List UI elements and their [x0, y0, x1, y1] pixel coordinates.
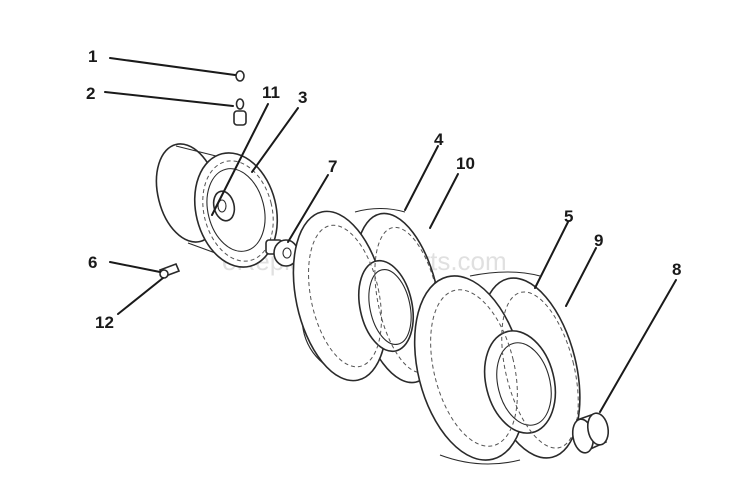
part-8-hub-cap[interactable] [570, 412, 610, 455]
callout-9: 9 [594, 231, 603, 250]
leader-5 [534, 221, 569, 289]
callout-1: 1 [88, 47, 97, 66]
callout-10: 10 [456, 154, 475, 173]
leader-4 [404, 145, 439, 211]
leader-6 [109, 261, 161, 273]
leader-7 [287, 174, 329, 243]
part-3-bearing-ring[interactable] [193, 153, 284, 268]
callouts: 1 2 11 3 7 4 10 5 9 8 6 12 [86, 47, 681, 332]
callout-5: 5 [564, 207, 573, 226]
part-6-valve-stem[interactable] [158, 262, 181, 279]
leader-9 [565, 247, 597, 307]
part-9-tire-tread[interactable] [488, 284, 593, 456]
leader-2 [104, 91, 234, 107]
callout-12: 12 [95, 313, 114, 332]
part-1-fitting[interactable] [235, 70, 245, 82]
leader-lines [104, 57, 677, 413]
part-11-wheel-rim[interactable] [147, 137, 289, 276]
callout-7: 7 [328, 157, 337, 176]
leader-12 [117, 277, 164, 315]
leader-3 [251, 107, 299, 173]
part-7-spacer[interactable] [265, 239, 299, 267]
leader-11 [211, 103, 269, 216]
callout-2: 2 [86, 84, 95, 103]
callout-6: 6 [88, 253, 97, 272]
leader-10 [429, 173, 459, 229]
leader-8 [599, 279, 677, 413]
leader-1 [109, 57, 236, 76]
callout-11: 11 [262, 83, 280, 102]
callout-8: 8 [672, 260, 681, 279]
part-2-grease-fitting[interactable] [233, 98, 247, 126]
part-5-rear-tire[interactable] [397, 264, 597, 472]
callout-4: 4 [434, 130, 444, 149]
callout-3: 3 [298, 88, 307, 107]
